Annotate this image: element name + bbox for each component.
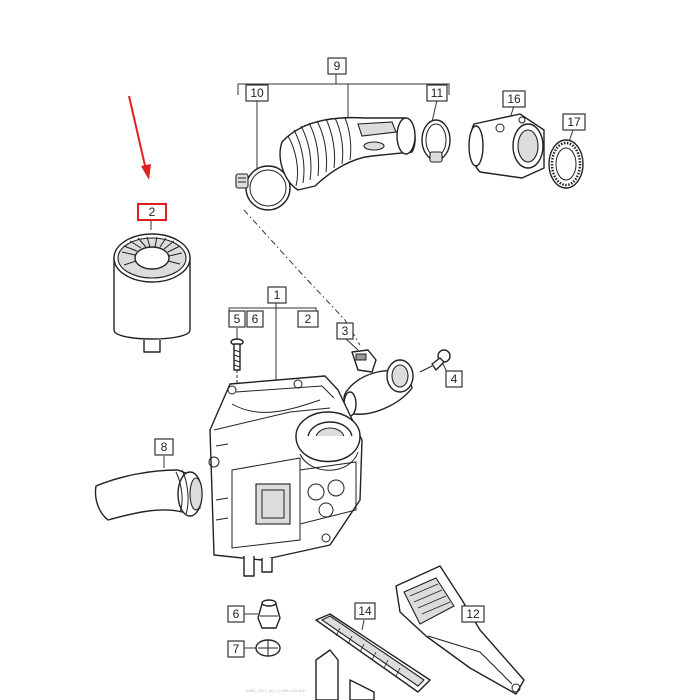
clamp-11 [421, 119, 451, 163]
label-text: 3 [342, 324, 349, 338]
label-8: 8 [154, 438, 174, 456]
filter-element-2 [113, 219, 191, 353]
label-10: 10 [245, 84, 269, 102]
label-6-bottom: 6 [227, 605, 245, 623]
label-text: 4 [451, 372, 458, 386]
bracket-9 [237, 74, 450, 172]
label-box [267, 286, 287, 304]
label-text: 5 [234, 312, 241, 326]
bolt-4 [419, 349, 451, 373]
airflow-sensor-3 [343, 337, 414, 417]
air-guide-12 [395, 565, 525, 695]
label-box [137, 203, 167, 221]
label-box [426, 84, 448, 102]
label-box [445, 370, 463, 388]
watermark: 06B0_0001_A0_1 | 8W0-129-620 [246, 688, 306, 693]
label-box [336, 322, 354, 340]
label-box [502, 90, 526, 108]
label-text: 9 [334, 59, 341, 73]
label-4: 4 [445, 370, 463, 388]
label-text: 7 [233, 642, 240, 656]
label-text: 11 [431, 86, 444, 100]
label-3: 3 [336, 322, 354, 340]
label-9: 9 [327, 57, 347, 75]
label-box [227, 605, 245, 623]
hose-clamp-10 [235, 165, 291, 211]
label-1: 1 [267, 286, 287, 304]
label-text: 2 [149, 205, 156, 219]
label-11: 11 [426, 84, 448, 102]
label-text: 8 [161, 440, 168, 454]
label-12: 12 [461, 605, 485, 623]
label-5: 5 [228, 310, 246, 328]
label-text: 14 [358, 604, 372, 618]
clip-7 [244, 639, 281, 657]
label-2-right: 2 [297, 310, 319, 328]
intake-hose-9 [279, 116, 416, 191]
label-text: 10 [250, 86, 264, 100]
label-text: 6 [252, 312, 259, 326]
label-box [327, 57, 347, 75]
label-box [227, 640, 245, 658]
label-box [245, 84, 269, 102]
label-text: 17 [567, 115, 581, 129]
red-arrow-indicator [128, 95, 151, 180]
intake-grille-14 [315, 613, 431, 700]
air-filter-housing-1 [208, 375, 363, 577]
label-text: 1 [274, 288, 281, 302]
label-17: 17 [562, 113, 586, 131]
gasket-ring-17 [548, 129, 584, 189]
intake-duct-8 [94, 456, 203, 521]
label-box [562, 113, 586, 131]
label-box [297, 310, 319, 328]
label-text: 6 [233, 607, 240, 621]
throttle-housing-16 [468, 105, 545, 179]
label-box [246, 310, 264, 328]
label-16: 16 [502, 90, 526, 108]
label-text: 16 [507, 92, 521, 106]
label-box [354, 602, 376, 620]
label-box [154, 438, 174, 456]
label-14: 14 [354, 602, 376, 620]
screw-5 [230, 338, 244, 392]
label-box [228, 310, 246, 328]
label-7: 7 [227, 640, 245, 658]
label-6-top: 6 [246, 310, 264, 328]
label-text: 12 [466, 607, 480, 621]
label-box [461, 605, 485, 623]
label-text: 2 [305, 312, 312, 326]
label-2-top: 2 [137, 203, 167, 221]
grommet-6 [244, 599, 281, 629]
